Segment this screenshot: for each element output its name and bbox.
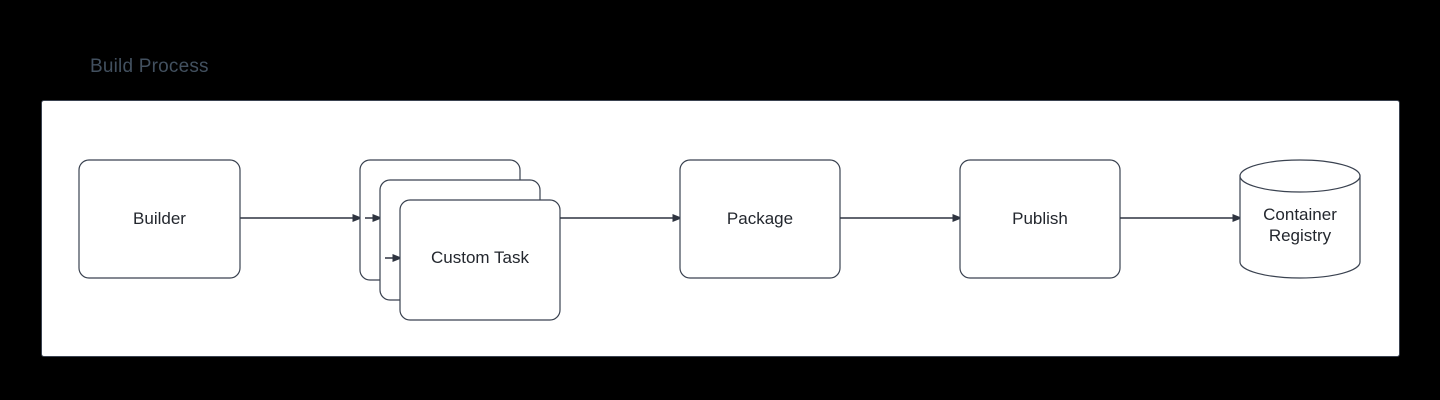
diagram-title: Build Process <box>90 56 209 77</box>
build-process-group-container <box>41 100 1400 357</box>
